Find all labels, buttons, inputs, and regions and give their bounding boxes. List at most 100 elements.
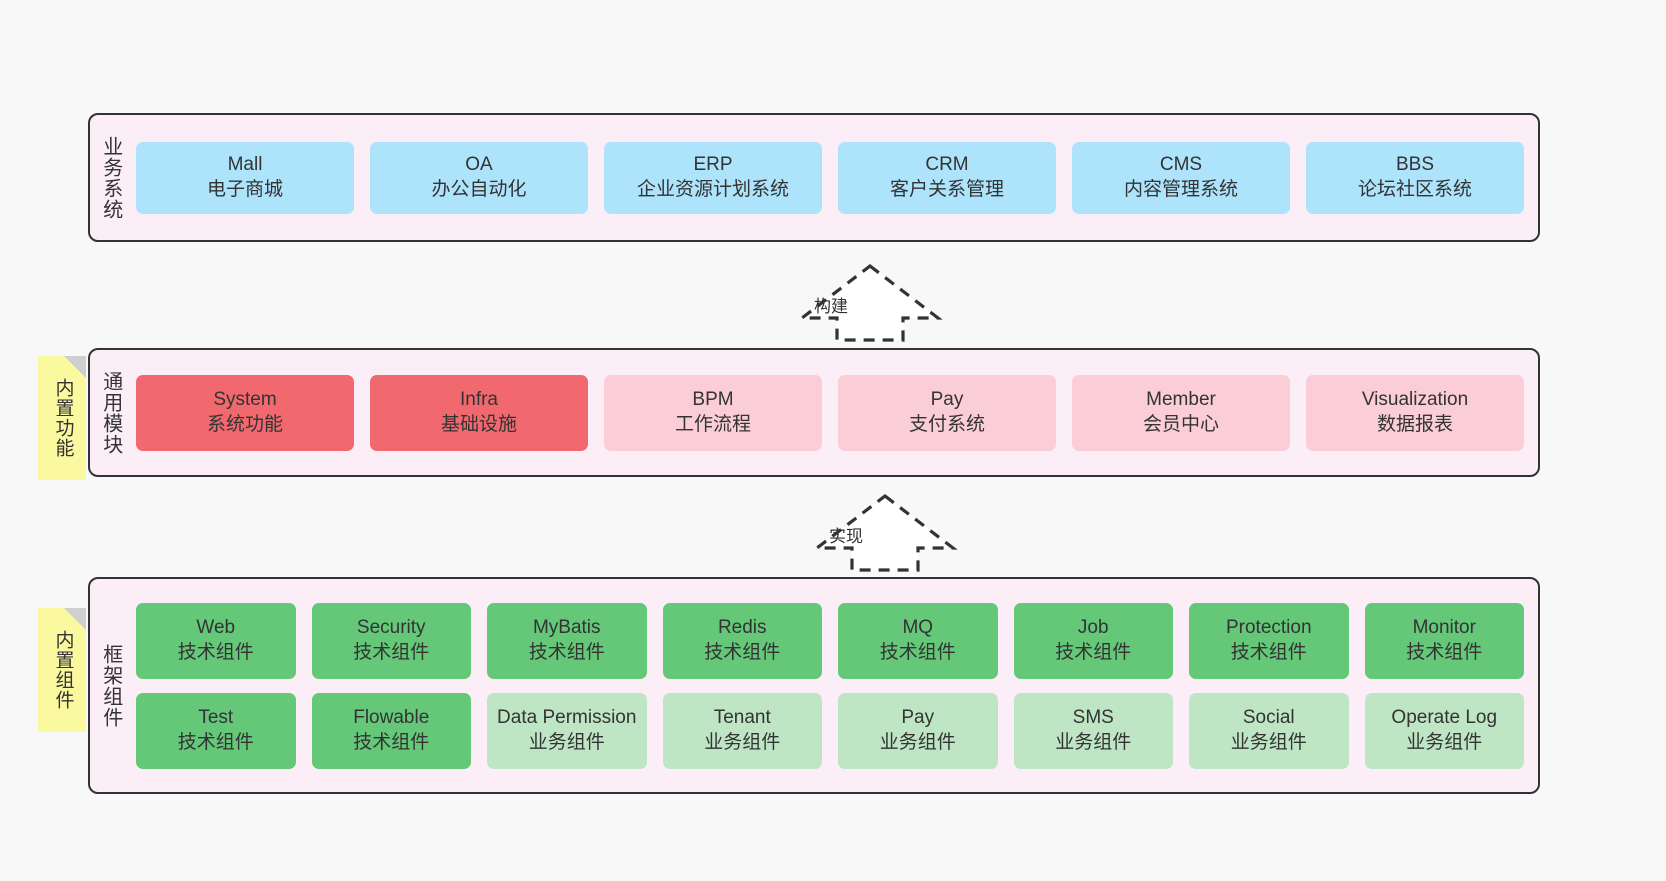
node-oa-en: OA [465, 154, 493, 176]
node-tenant[interactable]: Tenant 业务组件 [662, 692, 822, 769]
arrow-implement [810, 492, 960, 572]
node-member-en: Member [1146, 389, 1216, 411]
node-oa-cn: 办公自动化 [431, 178, 527, 200]
layer-business-systems-body: Mall 电子商城 OA 办公自动化 ERP 企业资源计划系统 CRM 客户关系… [130, 115, 1538, 240]
arrow-build-label: 构建 [814, 297, 848, 316]
node-operate-log[interactable]: Operate Log 业务组件 [1364, 692, 1524, 769]
node-mq-cn: 技术组件 [879, 641, 956, 663]
node-mall-en: Mall [227, 154, 263, 176]
node-visualization[interactable]: Visualization 数据报表 [1306, 374, 1524, 451]
node-member-cn: 会员中心 [1142, 413, 1219, 435]
framework-business-row: Test 技术组件 Flowable 技术组件 Data Permission … [136, 692, 1524, 769]
node-protection-cn: 技术组件 [1230, 641, 1307, 663]
node-member[interactable]: Member 会员中心 [1072, 374, 1290, 451]
node-social-cn: 业务组件 [1230, 731, 1307, 753]
node-crm[interactable]: CRM 客户关系管理 [838, 141, 1056, 214]
node-bpm-cn: 工作流程 [674, 413, 751, 435]
node-web-cn: 技术组件 [177, 641, 254, 663]
node-operate-log-cn: 业务组件 [1406, 731, 1483, 753]
node-cms-en: CMS [1159, 154, 1203, 176]
node-erp-en: ERP [693, 154, 733, 176]
node-bbs[interactable]: BBS 论坛社区系统 [1306, 141, 1524, 214]
node-job[interactable]: Job 技术组件 [1013, 602, 1173, 679]
node-cms-cn: 内容管理系统 [1123, 178, 1238, 200]
node-protection-en: Protection [1225, 617, 1312, 639]
layer-framework-components: 框架组件 Web 技术组件 Security 技术组件 MyBatis 技术组件… [88, 577, 1540, 794]
node-flowable-en: Flowable [353, 707, 430, 729]
node-sms-cn: 业务组件 [1055, 731, 1132, 753]
node-monitor[interactable]: Monitor 技术组件 [1364, 602, 1524, 679]
node-pay-component-en: Pay [901, 707, 935, 729]
node-pay-component-cn: 业务组件 [879, 731, 956, 753]
node-pay-module-cn: 支付系统 [908, 413, 985, 435]
node-bpm-en: BPM [692, 389, 734, 411]
note-fold-corner-icon [64, 608, 86, 630]
node-system-en: System [213, 389, 277, 411]
node-redis-cn: 技术组件 [704, 641, 781, 663]
node-data-permission[interactable]: Data Permission 业务组件 [487, 692, 647, 769]
note-builtin-components-label: 内置组件 [52, 630, 74, 710]
node-mybatis-cn: 技术组件 [528, 641, 605, 663]
node-system-cn: 系统功能 [206, 413, 283, 435]
node-monitor-en: Monitor [1412, 617, 1476, 639]
layer-business-systems-title: 业务系统 [99, 135, 122, 220]
note-builtin-features: 内置功能 [38, 356, 86, 480]
node-erp-cn: 企业资源计划系统 [636, 178, 789, 200]
node-flowable-cn: 技术组件 [353, 731, 430, 753]
node-cms[interactable]: CMS 内容管理系统 [1072, 141, 1290, 214]
node-visualization-en: Visualization [1361, 389, 1469, 411]
node-mall[interactable]: Mall 电子商城 [136, 141, 354, 214]
node-social[interactable]: Social 业务组件 [1189, 692, 1349, 769]
node-data-permission-cn: 业务组件 [528, 731, 605, 753]
node-security-cn: 技术组件 [353, 641, 430, 663]
node-system[interactable]: System 系统功能 [136, 374, 354, 451]
arrow-build [795, 262, 945, 342]
node-erp[interactable]: ERP 企业资源计划系统 [604, 141, 822, 214]
note-fold-corner-icon [64, 356, 86, 378]
node-web-en: Web [196, 617, 236, 639]
common-modules-row: System 系统功能 Infra 基础设施 BPM 工作流程 Pay 支付系统… [136, 374, 1524, 451]
layer-framework-components-body: Web 技术组件 Security 技术组件 MyBatis 技术组件 Redi… [130, 579, 1538, 792]
node-operate-log-en: Operate Log [1391, 707, 1498, 729]
node-visualization-cn: 数据报表 [1376, 413, 1453, 435]
layer-common-modules-title: 通用模块 [99, 370, 122, 455]
layer-common-modules-body: System 系统功能 Infra 基础设施 BPM 工作流程 Pay 支付系统… [130, 350, 1538, 475]
layer-framework-components-title: 框架组件 [99, 643, 122, 728]
node-crm-en: CRM [925, 154, 969, 176]
note-builtin-features-label: 内置功能 [52, 378, 74, 458]
node-redis[interactable]: Redis 技术组件 [662, 602, 822, 679]
node-security-en: Security [356, 617, 426, 639]
node-test-en: Test [198, 707, 234, 729]
node-monitor-cn: 技术组件 [1406, 641, 1483, 663]
node-mq[interactable]: MQ 技术组件 [838, 602, 998, 679]
node-infra-en: Infra [459, 389, 499, 411]
node-data-permission-en: Data Permission [497, 707, 637, 729]
node-test[interactable]: Test 技术组件 [136, 692, 296, 769]
node-infra[interactable]: Infra 基础设施 [370, 374, 588, 451]
node-test-cn: 技术组件 [177, 731, 254, 753]
node-bpm[interactable]: BPM 工作流程 [604, 374, 822, 451]
arrow-build-svg [797, 263, 943, 342]
node-pay-module[interactable]: Pay 支付系统 [838, 374, 1056, 451]
node-oa[interactable]: OA 办公自动化 [370, 141, 588, 214]
node-security[interactable]: Security 技术组件 [311, 602, 471, 679]
note-builtin-components: 内置组件 [38, 608, 86, 732]
node-web[interactable]: Web 技术组件 [136, 602, 296, 679]
node-job-en: Job [1077, 617, 1109, 639]
node-sms[interactable]: SMS 业务组件 [1013, 692, 1173, 769]
node-mall-cn: 电子商城 [206, 178, 283, 200]
node-flowable[interactable]: Flowable 技术组件 [311, 692, 471, 769]
node-mybatis[interactable]: MyBatis 技术组件 [487, 602, 647, 679]
node-pay-component[interactable]: Pay 业务组件 [838, 692, 998, 769]
layer-business-systems: 业务系统 Mall 电子商城 OA 办公自动化 ERP 企业资源计划系统 CRM… [88, 113, 1540, 242]
node-redis-en: Redis [717, 617, 767, 639]
arrow-implement-label: 实现 [829, 527, 863, 546]
business-systems-row: Mall 电子商城 OA 办公自动化 ERP 企业资源计划系统 CRM 客户关系… [136, 141, 1524, 214]
node-protection[interactable]: Protection 技术组件 [1189, 602, 1349, 679]
node-job-cn: 技术组件 [1055, 641, 1132, 663]
node-pay-module-en: Pay [930, 389, 964, 411]
node-bbs-cn: 论坛社区系统 [1357, 178, 1472, 200]
node-tenant-cn: 业务组件 [704, 731, 781, 753]
node-social-en: Social [1242, 707, 1295, 729]
